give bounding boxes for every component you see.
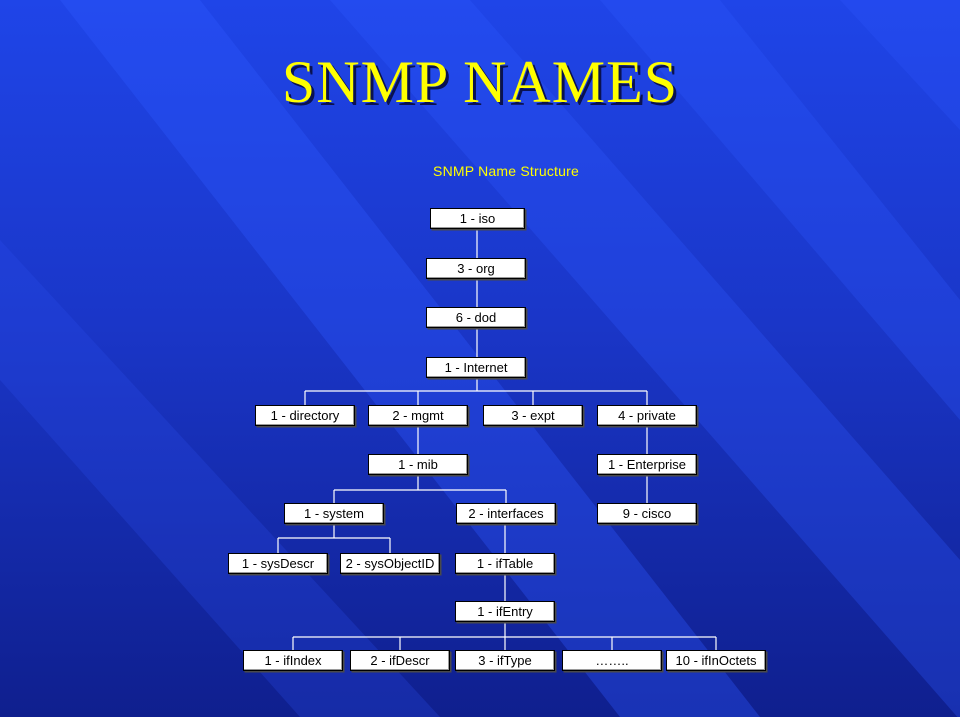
node-ifdescr: 2 - ifDescr [350,650,450,671]
node-mib: 1 - mib [368,454,468,475]
node-ifinoctets: 10 - ifInOctets [666,650,766,671]
node-iftype: 3 - ifType [455,650,555,671]
node-enterprise: 1 - Enterprise [597,454,697,475]
slide-title: SNMP NAMES [281,49,679,115]
node-internet: 1 - Internet [426,357,526,378]
diagram-subtitle: SNMP Name Structure [433,163,579,179]
node-private: 4 - private [597,405,697,426]
node-directory: 1 - directory [255,405,355,426]
node-expt: 3 - expt [483,405,583,426]
node-iso: 1 - iso [430,208,525,229]
node-ifentry: 1 - ifEntry [455,601,555,622]
node-cisco: 9 - cisco [597,503,697,524]
node-dod: 6 - dod [426,307,526,328]
node-sysdescr: 1 - sysDescr [228,553,328,574]
node-iftable: 1 - ifTable [455,553,555,574]
node-sysobjectid: 2 - sysObjectID [340,553,440,574]
node-ifindex: 1 - ifIndex [243,650,343,671]
node-system: 1 - system [284,503,384,524]
node-mgmt: 2 - mgmt [368,405,468,426]
node-org: 3 - org [426,258,526,279]
node-ellipsis: …….. [562,650,662,671]
node-interfaces: 2 - interfaces [456,503,556,524]
